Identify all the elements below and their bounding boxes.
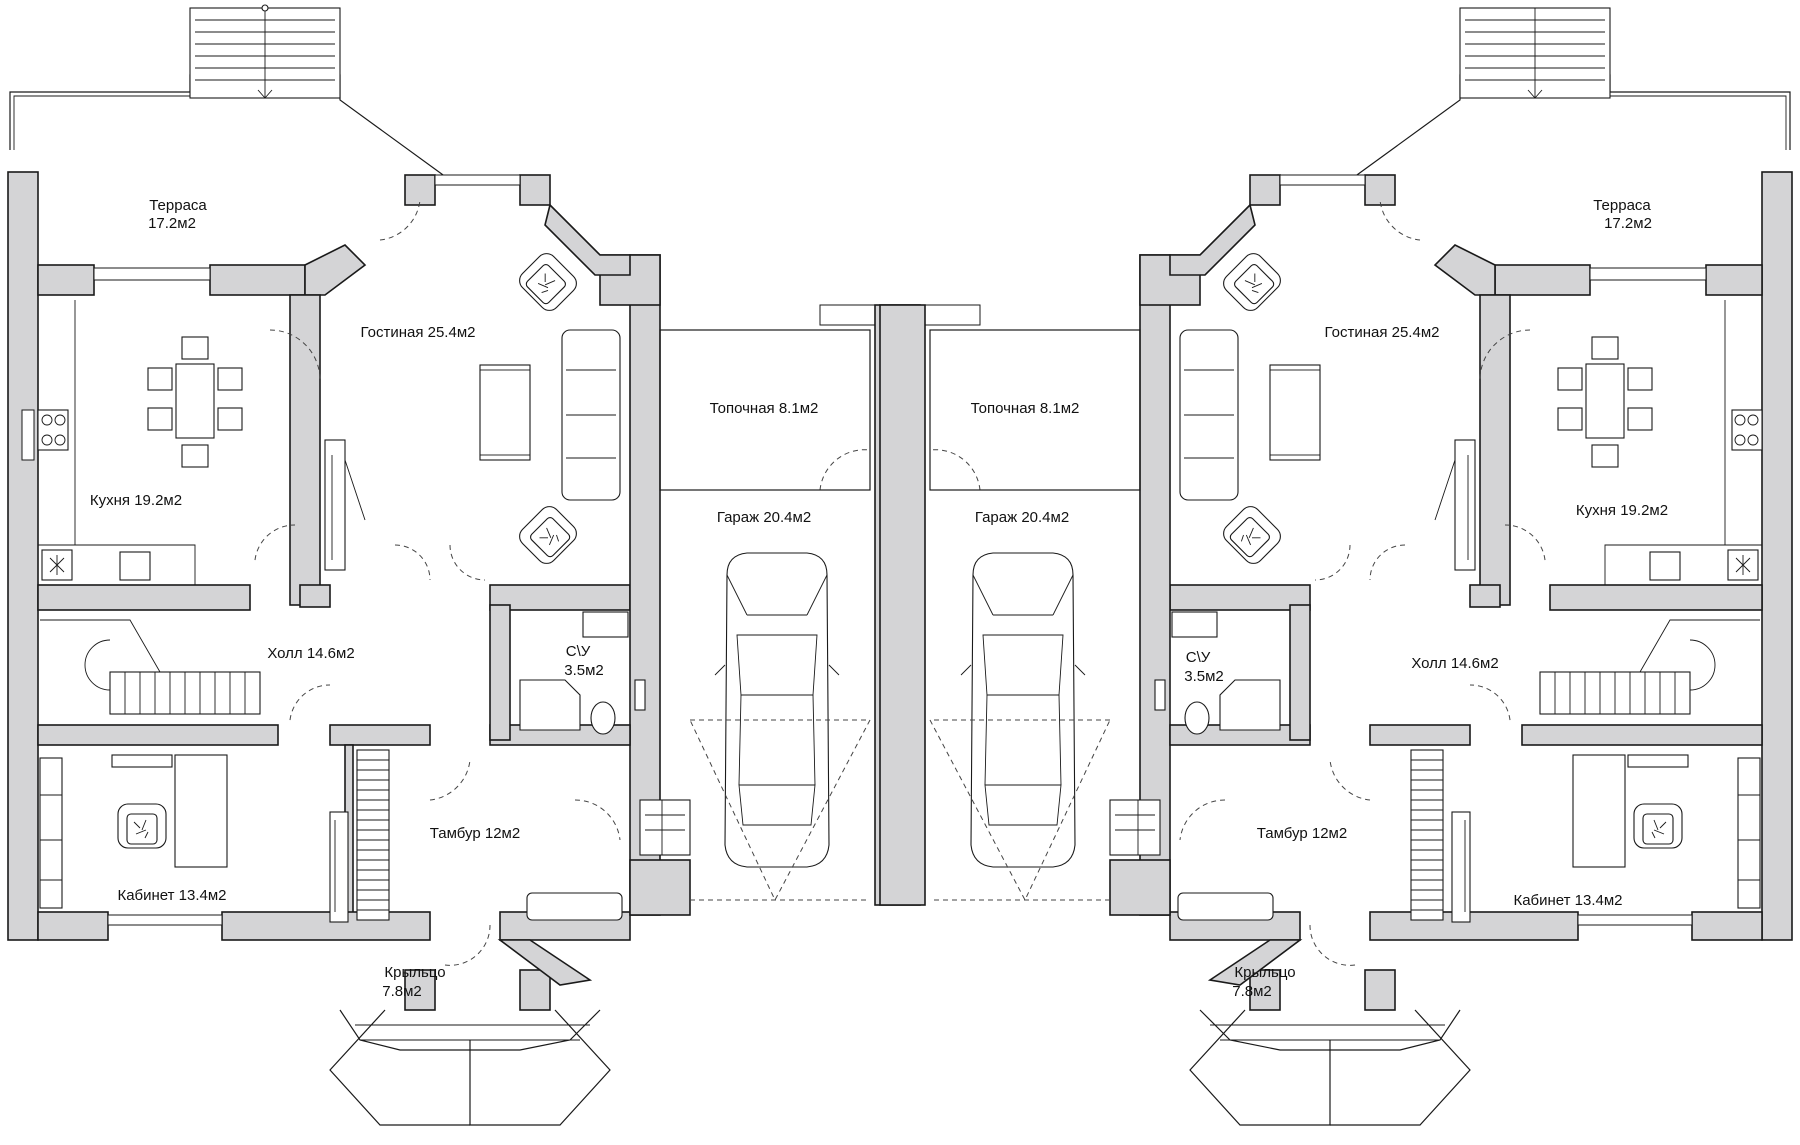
terrace-label: Терраса xyxy=(1593,197,1651,214)
living-label: Гостиная 25.4м2 xyxy=(1325,324,1440,341)
boiler-label: Топочная 8.1м2 xyxy=(971,400,1080,417)
wc-label: С\У xyxy=(566,643,591,660)
hall-label: Холл 14.6м2 xyxy=(1411,655,1498,672)
garage-label: Гараж 20.4м2 xyxy=(975,509,1069,526)
kitchen-label: Кухня 19.2м2 xyxy=(90,492,182,509)
garage-label: Гараж 20.4м2 xyxy=(717,509,811,526)
unit-left xyxy=(7,4,921,1126)
terrace-area: 17.2м2 xyxy=(1604,215,1652,232)
porch-label: Крыльцо xyxy=(384,964,445,981)
boiler-label: Топочная 8.1м2 xyxy=(710,400,819,417)
room-labels-right: Терраса 17.2м2 Гостиная 25.4м2 Кухня 19.… xyxy=(971,197,1668,1000)
living-label: Гостиная 25.4м2 xyxy=(361,324,476,341)
cabinet-label: Кабинет 13.4м2 xyxy=(117,887,226,904)
porch-area: 7.8м2 xyxy=(382,983,422,1000)
hall-label: Холл 14.6м2 xyxy=(267,645,354,662)
walls-left xyxy=(7,171,691,1011)
vestibule-label: Тамбур 12м2 xyxy=(1257,825,1347,842)
vestibule-label: Тамбур 12м2 xyxy=(430,825,520,842)
room-labels-left: Терраса 17.2м2 Гостиная 25.4м2 Кухня 19.… xyxy=(90,197,818,1000)
cabinet-label: Кабинет 13.4м2 xyxy=(1513,892,1622,909)
porch-area: 7.8м2 xyxy=(1232,983,1272,1000)
wc-label: С\У xyxy=(1186,649,1211,666)
terrace-label: Терраса xyxy=(149,197,207,214)
kitchen-label: Кухня 19.2м2 xyxy=(1576,502,1668,519)
porch-label: Крыльцо xyxy=(1234,964,1295,981)
wc-area: 3.5м2 xyxy=(1184,668,1224,685)
terrace-area: 17.2м2 xyxy=(148,215,196,232)
wc-area: 3.5м2 xyxy=(564,662,604,679)
unit-right xyxy=(879,7,1793,1126)
